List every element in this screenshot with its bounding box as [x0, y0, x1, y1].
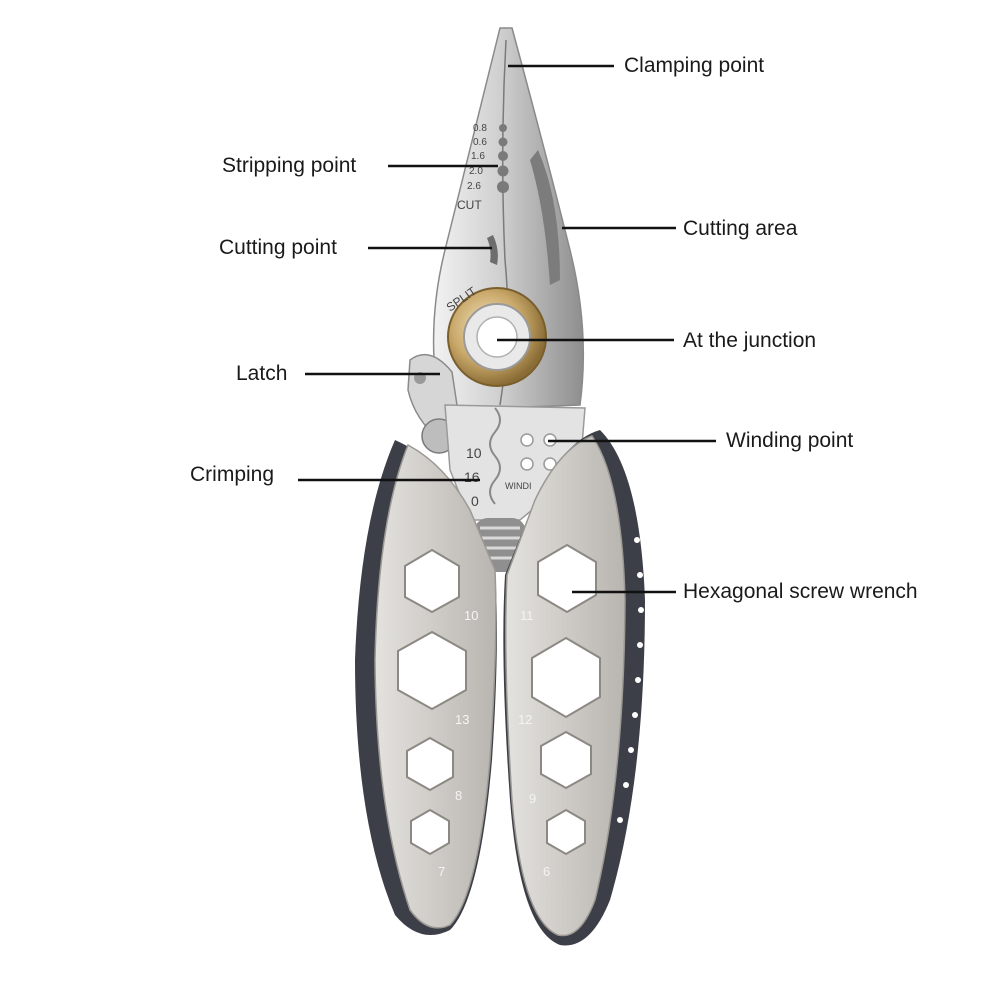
hex-holes-left — [397, 548, 467, 856]
hex-hole — [410, 808, 450, 856]
hex-size: 13 — [455, 712, 469, 727]
latch-label: Latch — [236, 362, 288, 385]
hex-hole — [404, 548, 460, 614]
cut-label: CUT — [457, 198, 482, 212]
pivot-hole — [476, 316, 518, 358]
hex-holes-right — [531, 543, 601, 856]
winding-point-label: Winding point — [726, 429, 854, 452]
hex-hole — [546, 808, 586, 856]
hex-hole — [397, 630, 467, 711]
hex-size: 11 — [520, 608, 534, 623]
hex-size: 10 — [464, 608, 478, 623]
hex-hole — [406, 736, 454, 792]
hex-size: 12 — [518, 712, 532, 727]
gauge-label: 0.8 — [473, 123, 487, 134]
hex-wrench-label: Hexagonal screw wrench — [683, 580, 918, 603]
gauge-label: 1.6 — [471, 151, 485, 162]
crimp-size: 16 — [464, 469, 480, 485]
hex-size-labels-right: 11 12 9 6 — [518, 608, 550, 879]
clamping-point-label: Clamping point — [624, 54, 765, 77]
hex-size: 7 — [438, 864, 445, 879]
cutting-point-label: Cutting point — [219, 236, 337, 259]
hex-size: 6 — [543, 864, 550, 879]
junction-label: At the junction — [683, 329, 817, 352]
hex-hole — [540, 730, 592, 790]
hex-hole — [537, 543, 597, 614]
cutting-area-label: Cutting area — [683, 217, 798, 240]
crimp-teeth — [489, 407, 501, 505]
stripping-point-label: Stripping point — [222, 154, 357, 177]
crimp-size: 10 — [466, 445, 482, 461]
crimp-size: 0 — [471, 493, 479, 509]
winding-holes — [520, 433, 557, 471]
gauge-label: 0.6 — [473, 137, 487, 148]
winding-label: WINDI — [505, 481, 532, 491]
stripping-notches — [497, 124, 509, 193]
hex-size-labels-left: 10 13 8 7 — [438, 608, 478, 879]
crimping-label: Crimping — [190, 463, 275, 486]
gauge-label: 2.6 — [467, 181, 481, 192]
gauge-label: 2.0 — [469, 166, 483, 177]
leader-lines — [298, 64, 716, 594]
cutting-edge-slot — [530, 150, 560, 285]
hex-size: 8 — [455, 788, 462, 803]
hex-size: 9 — [529, 791, 536, 806]
grip-ridges — [617, 537, 644, 823]
cutting-notch — [487, 235, 498, 265]
hex-hole — [531, 636, 601, 719]
